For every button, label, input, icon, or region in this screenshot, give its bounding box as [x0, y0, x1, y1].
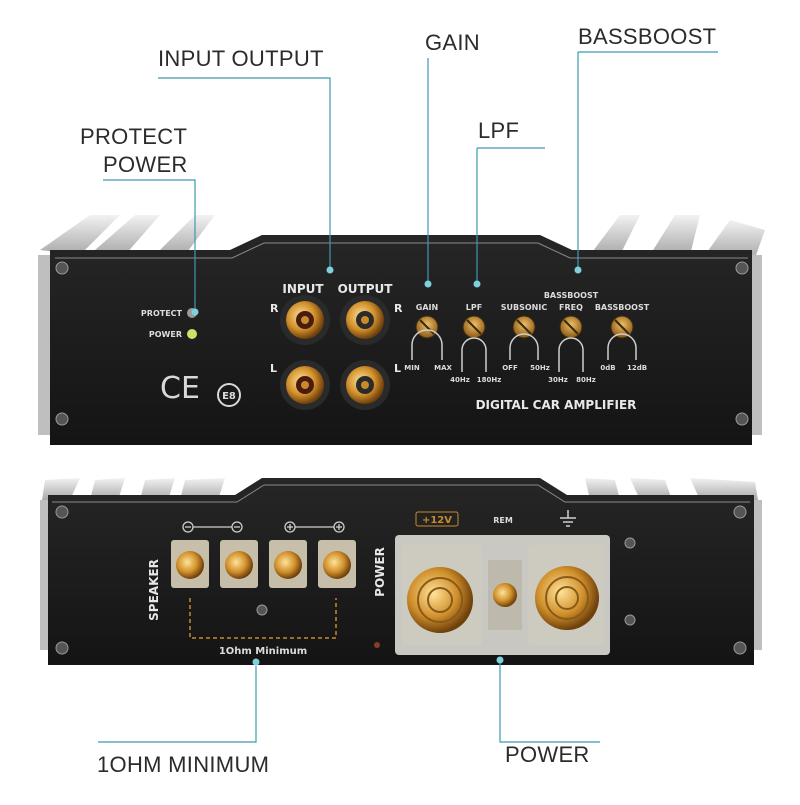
lpf-max: 180Hz [477, 376, 502, 384]
freq-knob-group: FREQ 30Hz 80Hz [548, 303, 596, 384]
speaker-label: SPEAKER [147, 559, 161, 621]
power-led-label: POWER [149, 330, 182, 339]
rca-output-l[interactable] [340, 360, 390, 410]
screw-icon [256, 604, 268, 616]
gain-knob-label: GAIN [416, 303, 438, 312]
ground-icon [560, 510, 576, 527]
screw-icon [55, 505, 747, 655]
rca-r-right: R [394, 302, 403, 315]
bassboost-group-label: BASSBOOST [544, 291, 599, 300]
rca-l-left: L [270, 362, 277, 375]
callout-power-led: POWER [103, 152, 188, 177]
gain-max: MAX [434, 364, 452, 372]
subsonic-max: 50Hz [530, 364, 550, 372]
subsonic-min: OFF [502, 364, 518, 372]
callout-lines [98, 51, 718, 743]
lpf-knob-label: LPF [466, 303, 482, 312]
gain-knob-group: GAIN MIN MAX [404, 303, 452, 372]
callout-power-terminal: POWER [505, 742, 590, 767]
input-label: INPUT [282, 282, 324, 296]
front-panel [50, 235, 752, 445]
screw-icon [55, 261, 749, 426]
front-heatsink [38, 215, 765, 435]
plus-12v-box [415, 511, 459, 527]
callout-one-ohm-minimum: 1OHM MINIMUM [97, 752, 270, 777]
speaker-polarity-icons [182, 521, 345, 533]
callout-protect: PROTECT [80, 124, 188, 149]
bassboost-knob-label: BASSBOOST [595, 303, 650, 312]
power-led [187, 329, 197, 339]
freq-min: 30Hz [548, 376, 568, 384]
lpf-knob-group: LPF 40Hz 180Hz [450, 303, 501, 384]
positive-terminal[interactable] [407, 567, 473, 633]
rca-r-left: R [270, 302, 279, 315]
freq-max: 80Hz [576, 376, 596, 384]
speaker-terminal[interactable] [171, 540, 209, 588]
freq-knob-label: FREQ [559, 303, 583, 312]
rca-output-r[interactable] [340, 295, 390, 345]
ce-mark: CE [160, 371, 200, 406]
callout-dots [191, 266, 582, 666]
e-mark-icon [217, 383, 241, 407]
power-label: POWER [373, 547, 387, 597]
rca-l-right: L [394, 362, 401, 375]
bassboost-max: 12dB [627, 364, 647, 372]
callout-input-output: INPUT OUTPUT [158, 46, 324, 71]
power-terminal-block[interactable] [395, 535, 610, 655]
ground-terminal[interactable] [535, 566, 599, 630]
model-text: DIGITAL CAR AMPLIFIER [476, 398, 637, 412]
e-mark: E8 [222, 391, 236, 402]
status-dot [374, 642, 380, 648]
rca-input-r[interactable] [280, 295, 330, 345]
lpf-min: 40Hz [450, 376, 470, 384]
speaker-terminal[interactable] [318, 540, 356, 588]
protect-led-label: PROTECT [141, 309, 183, 318]
remote-terminal[interactable] [493, 583, 517, 607]
gain-min: MIN [404, 364, 420, 372]
minimum-bracket [189, 598, 337, 639]
output-label: OUTPUT [338, 282, 394, 296]
callout-gain: GAIN [425, 30, 480, 55]
bassboost-knob-group: BASSBOOST 0dB 12dB [595, 303, 650, 372]
subsonic-knob-label: SUBSONIC [501, 303, 548, 312]
minimum-label: 1Ohm Minimum [219, 646, 307, 657]
rem-label: REM [493, 516, 513, 525]
bassboost-min: 0dB [600, 364, 615, 372]
speaker-terminal[interactable] [269, 540, 307, 588]
callout-lpf: LPF [478, 118, 520, 143]
subsonic-knob-group: SUBSONIC OFF 50Hz [501, 303, 550, 372]
plus-12v-label: +12V [422, 515, 452, 526]
callout-bassboost: BASSBOOST [578, 24, 717, 49]
rca-input-l[interactable] [280, 360, 330, 410]
speaker-terminal[interactable] [220, 540, 258, 588]
